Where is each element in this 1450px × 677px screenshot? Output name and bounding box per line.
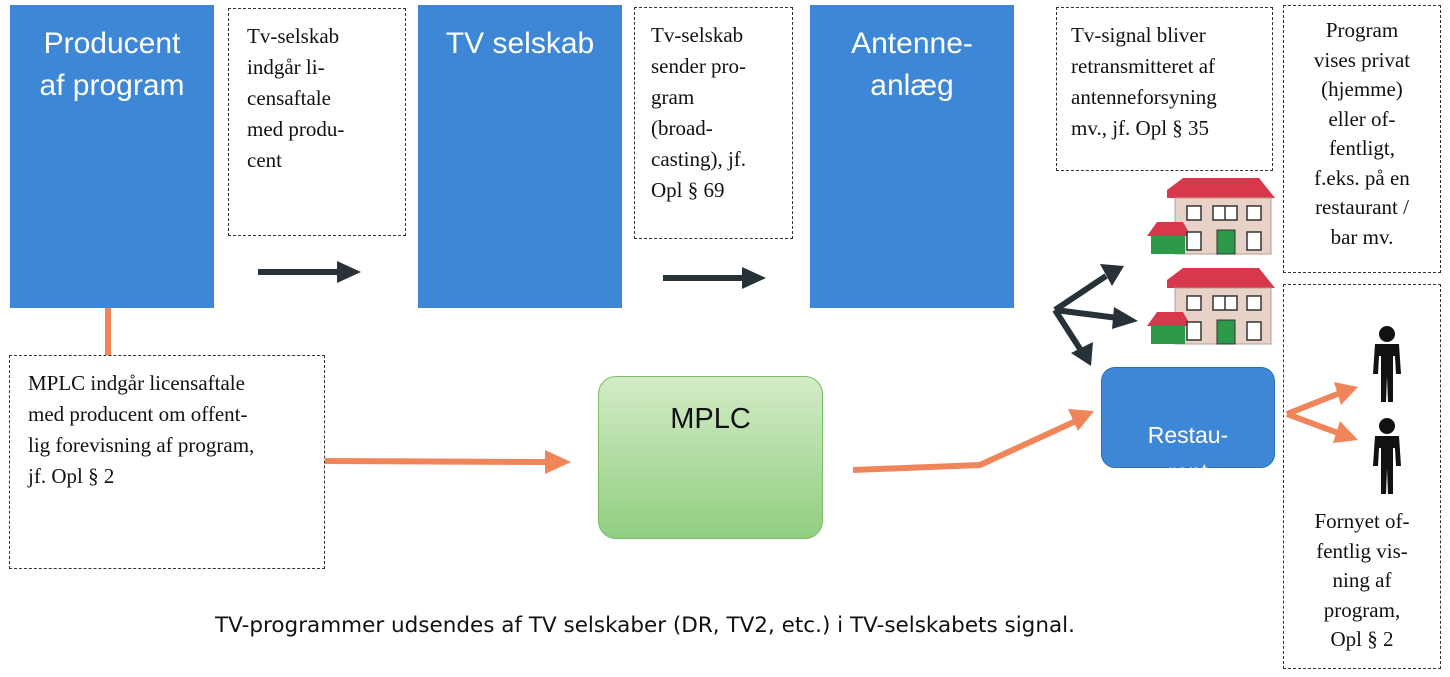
- retransmission-note: Tv-signal bliver retransmitteret af ante…: [1056, 7, 1273, 171]
- tv-company-box: TV selskab: [418, 5, 622, 308]
- restaurant-label: Restau- rant: [1147, 422, 1229, 485]
- arrow-antenna-branches: [1052, 264, 1138, 366]
- license-agreement-note: Tv-selskab indgår li- censaftale med pro…: [228, 8, 406, 236]
- mplc-agreement-text: MPLC indgår licensaftale med producent o…: [28, 371, 255, 488]
- antenna-box: Antenne- anlæg: [810, 5, 1014, 308]
- mplc-label: MPLC: [670, 403, 751, 435]
- house-icon: [1147, 178, 1275, 255]
- display-note: Program vises privat (hjemme) eller of- …: [1283, 5, 1441, 273]
- broadcast-note: Tv-selskab sender pro- gram (broad- cast…: [634, 7, 793, 239]
- arrow-note-to-mplc: [324, 450, 571, 474]
- arrow-mplc-to-restaurant: [852, 409, 1094, 473]
- arrow-license-to-tv: [258, 261, 361, 283]
- renewed-display-note: Fornyet of- fentlig vis- ning af program…: [1283, 284, 1441, 669]
- caption: TV-programmer udsendes af TV selskaber (…: [215, 613, 1075, 638]
- person-icon: [1373, 326, 1401, 402]
- arrow-restaurant-to-people: [1285, 382, 1358, 443]
- restaurant-box: Restau- rant: [1101, 367, 1275, 485]
- tv-company-label: TV selskab: [445, 27, 595, 60]
- antenna-label: Antenne- anlæg: [851, 27, 973, 102]
- arrow-tv-to-antenna: [663, 267, 766, 289]
- display-text: Program vises privat (hjemme) eller of- …: [1313, 18, 1411, 249]
- mplc-agreement-note: MPLC indgår licensaftale med producent o…: [9, 355, 325, 569]
- mplc-box: MPLC: [598, 376, 823, 539]
- producer-box: Producent af program: [10, 5, 214, 308]
- retransmission-text: Tv-signal bliver retransmitteret af ante…: [1071, 23, 1217, 140]
- house-icon: [1147, 268, 1275, 345]
- person-icon: [1373, 418, 1401, 494]
- license-agreement-text: Tv-selskab indgår li- censaftale med pro…: [247, 24, 345, 172]
- broadcast-text: Tv-selskab sender pro- gram (broad- cast…: [651, 23, 747, 202]
- producer-label: Producent af program: [39, 27, 185, 102]
- renewed-display-text: Fornyet of- fentlig vis- ning af program…: [1314, 509, 1410, 651]
